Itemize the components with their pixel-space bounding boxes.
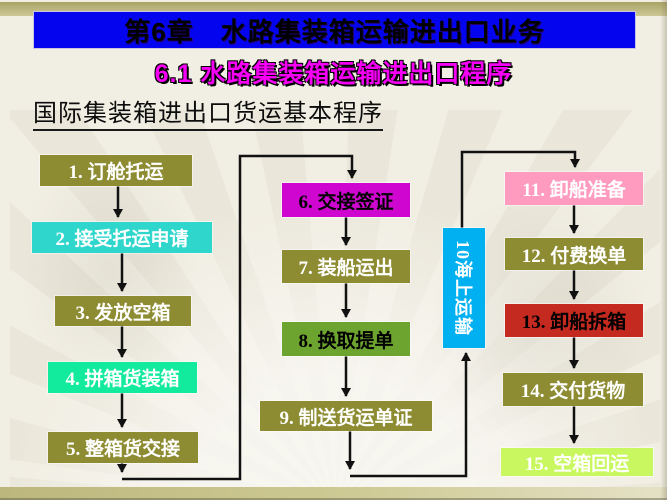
step-box-5-fcl-handover: 5. 整箱货交接	[48, 432, 198, 463]
right-edge-shadow	[660, 0, 667, 500]
bottom-decorative-band	[0, 487, 667, 500]
step-box-6-handover-visa: 6. 交接签证	[282, 183, 410, 217]
diagram-heading: 国际集装箱进出口货运基本程序	[33, 93, 383, 131]
step-box-2-accept-application: 2. 接受托运申请	[32, 222, 212, 253]
chapter-title: 第6章 水路集装箱运输进出口业务	[124, 16, 545, 47]
step-box-9-prepare-shipping-documents: 9. 制送货运单证	[260, 401, 432, 431]
watermark-texture	[20, 150, 200, 390]
vertical-label: 10海上运输	[453, 240, 473, 336]
step-box-3-release-empty-container: 3. 发放空箱	[55, 296, 191, 326]
step-box-14-deliver-goods: 14. 交付货物	[503, 373, 643, 406]
step-box-12-pay-exchange-order: 12. 付费换单	[505, 238, 643, 270]
step-box-4-lcl-stuffing: 4. 拼箱货装箱	[48, 362, 197, 393]
step-box-10-sea-transport: 10海上运输	[443, 228, 485, 348]
step-box-8-exchange-bill: 8. 换取提单	[282, 322, 410, 356]
step-box-1-booking: 1. 订舱托运	[40, 155, 192, 186]
step-box-13-unload-devanning: 13. 卸船拆箱	[505, 304, 643, 337]
section-subtitle: 6.1 水路集装箱运输进出口程序	[154, 60, 513, 88]
step-box-15-empty-container-return: 15. 空箱回运	[501, 448, 653, 476]
chapter-title-band: 第6章 水路集装箱运输进出口业务	[33, 11, 636, 49]
step-box-7-ship-out: 7. 装船运出	[282, 250, 410, 283]
step-box-11-unloading-preparation: 11. 卸船准备	[505, 172, 643, 205]
